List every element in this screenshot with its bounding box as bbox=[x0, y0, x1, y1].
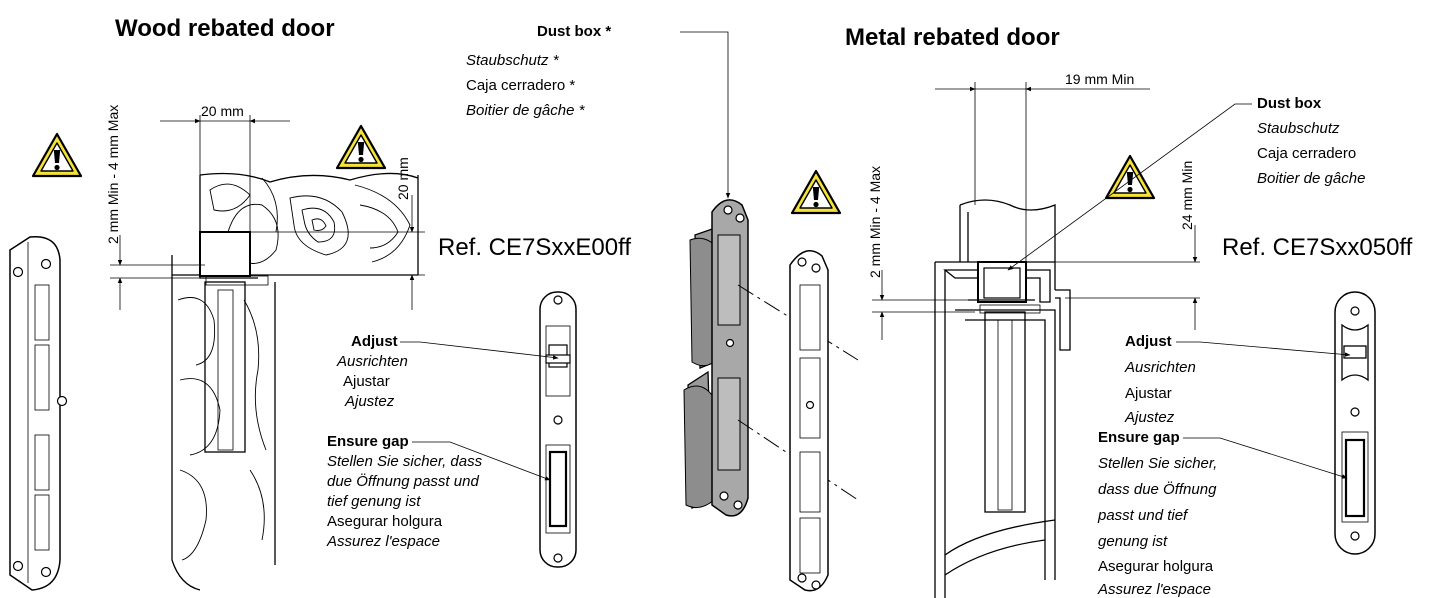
wood-dim-gap: 2 mm Min - 4 mm Max bbox=[105, 105, 121, 244]
metal-dim-height: 24 mm Min bbox=[1179, 161, 1195, 230]
svg-text:Caja cerradero: Caja cerradero bbox=[1257, 145, 1356, 162]
svg-text:Asegurar holgura: Asegurar holgura bbox=[327, 513, 443, 530]
svg-text:Stellen Sie sicher, dass: Stellen Sie sicher, dass bbox=[327, 453, 483, 470]
metal-dim-width: 19 mm Min bbox=[1065, 71, 1134, 87]
svg-text:Ausrichten: Ausrichten bbox=[1124, 359, 1196, 376]
dustbox-assembly bbox=[683, 199, 859, 517]
svg-text:Staubschutz: Staubschutz bbox=[1257, 120, 1340, 137]
svg-text:due Öffnung passt und: due Öffnung passt und bbox=[327, 472, 479, 490]
wood-ref: Ref. CE7SxxE00ff bbox=[438, 234, 631, 261]
wood-dimensions: 20 mm 20 mm 2 mm Min - 4 mm Max bbox=[105, 103, 425, 310]
metal-door-section bbox=[934, 199, 1071, 598]
svg-text:Dust box *: Dust box * bbox=[537, 23, 611, 40]
svg-text:tief genung ist: tief genung ist bbox=[327, 493, 421, 510]
svg-text:Assurez l'espace: Assurez l'espace bbox=[326, 533, 440, 550]
svg-text:Ajustez: Ajustez bbox=[344, 393, 395, 410]
metal-dustbox-label: Dust box Staubschutz Caja cerradero Boit… bbox=[1007, 95, 1365, 271]
metal-dimensions: 19 mm Min 24 mm Min 2 mm Min - 4 Max bbox=[867, 71, 1200, 340]
svg-text:Caja cerradero *: Caja cerradero * bbox=[466, 77, 575, 94]
svg-text:Asegurar holgura: Asegurar holgura bbox=[1098, 558, 1214, 575]
svg-text:Ausrichten: Ausrichten bbox=[336, 353, 408, 370]
svg-text:Ajustar: Ajustar bbox=[343, 373, 390, 390]
svg-text:Stellen Sie sicher,: Stellen Sie sicher, bbox=[1098, 455, 1217, 472]
warning-icon bbox=[1104, 154, 1156, 200]
svg-text:Assurez l'espace: Assurez l'espace bbox=[1097, 581, 1211, 598]
svg-text:Staubschutz *: Staubschutz * bbox=[466, 52, 560, 69]
strike-plate-small-wood bbox=[539, 291, 577, 568]
svg-text:dass due Öffnung: dass due Öffnung bbox=[1098, 480, 1217, 498]
dustbox-label: Dust box * Staubschutz * Caja cerradero … bbox=[466, 23, 731, 199]
svg-text:Ajustar: Ajustar bbox=[1125, 385, 1172, 402]
svg-text:Ensure gap: Ensure gap bbox=[327, 433, 409, 450]
strike-plate-exploded bbox=[789, 249, 829, 592]
wood-adjust-label: Adjust Ausrichten Ajustar Ajustez bbox=[336, 333, 559, 410]
svg-text:Dust box: Dust box bbox=[1257, 95, 1322, 112]
wood-dim-width: 20 mm bbox=[201, 103, 244, 119]
wood-door-section bbox=[171, 172, 419, 591]
strike-plate-large bbox=[9, 235, 68, 591]
svg-text:Adjust: Adjust bbox=[1125, 333, 1172, 350]
svg-text:Ensure gap: Ensure gap bbox=[1098, 429, 1180, 446]
svg-text:Boitier de gâche: Boitier de gâche bbox=[1257, 170, 1365, 187]
metal-dim-gap: 2 mm Min - 4 Max bbox=[867, 166, 883, 278]
metal-ref: Ref. CE7Sxx050ff bbox=[1222, 234, 1413, 261]
wood-title: Wood rebated door bbox=[115, 15, 335, 42]
metal-gap-label: Ensure gap Stellen Sie sicher, dass due … bbox=[1097, 429, 1348, 598]
warning-icon bbox=[335, 124, 387, 170]
svg-text:Ajustez: Ajustez bbox=[1124, 409, 1175, 426]
svg-text:Boitier de gâche *: Boitier de gâche * bbox=[466, 102, 586, 119]
metal-adjust-label: Adjust Ausrichten Ajustar Ajustez bbox=[1124, 333, 1351, 426]
wood-gap-label: Ensure gap Stellen Sie sicher, dass due … bbox=[326, 433, 551, 550]
warning-icon bbox=[790, 169, 842, 215]
svg-text:genung ist: genung ist bbox=[1098, 533, 1168, 550]
warning-icon bbox=[31, 132, 83, 178]
wood-dim-height: 20 mm bbox=[395, 157, 411, 200]
metal-title: Metal rebated door bbox=[845, 24, 1060, 51]
svg-text:Adjust: Adjust bbox=[351, 333, 398, 350]
svg-text:passt und tief: passt und tief bbox=[1097, 507, 1189, 524]
strike-plate-small-metal bbox=[1334, 291, 1376, 555]
